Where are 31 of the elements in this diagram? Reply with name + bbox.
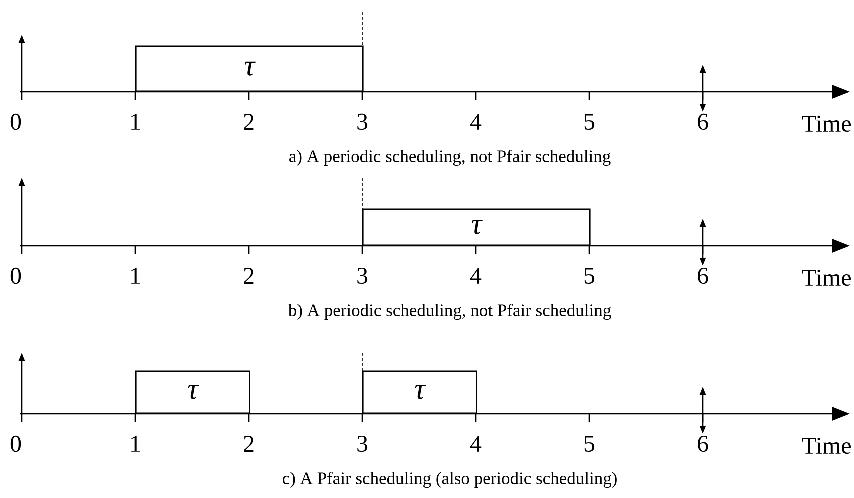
- tick-label: 3: [358, 436, 368, 452]
- tick-label: 2: [244, 436, 254, 452]
- tick-label: 0: [10, 114, 22, 130]
- caption: b) A periodic scheduling, not Pfair scheduling: [288, 304, 612, 320]
- tick-label: 1: [132, 436, 140, 452]
- tick-label: 6: [698, 114, 708, 130]
- tick-label: 1: [132, 114, 140, 130]
- task-box: τ: [362, 208, 591, 246]
- tick-label: 5: [584, 114, 595, 130]
- tick-label: 6: [698, 268, 708, 284]
- caption: a) A periodic scheduling, not Pfair scheduling: [290, 150, 611, 166]
- tick-label: 4: [470, 436, 482, 452]
- tick-label: 0: [10, 268, 22, 284]
- tick-label: 6: [698, 436, 708, 452]
- tick-label: 4: [470, 268, 482, 284]
- tick-label: 1: [132, 268, 140, 284]
- tick-label: 2: [244, 114, 254, 130]
- tick-label: 5: [584, 436, 595, 452]
- task-box: τ: [136, 46, 364, 92]
- task-box: τ: [136, 370, 250, 414]
- tick-label: 4: [470, 114, 482, 130]
- axis-label: Time: [802, 270, 851, 286]
- tick-label: 5: [584, 268, 595, 284]
- axis-label: Time: [802, 116, 851, 132]
- tick-label: 0: [10, 436, 22, 452]
- task-box: τ: [362, 370, 478, 414]
- caption: c) A Pfair scheduling (also periodic scheduling): [283, 472, 617, 488]
- tick-label: 3: [358, 268, 368, 284]
- tick-label: 3: [358, 114, 368, 130]
- axis-label: Time: [802, 438, 851, 454]
- tick-label: 2: [244, 268, 254, 284]
